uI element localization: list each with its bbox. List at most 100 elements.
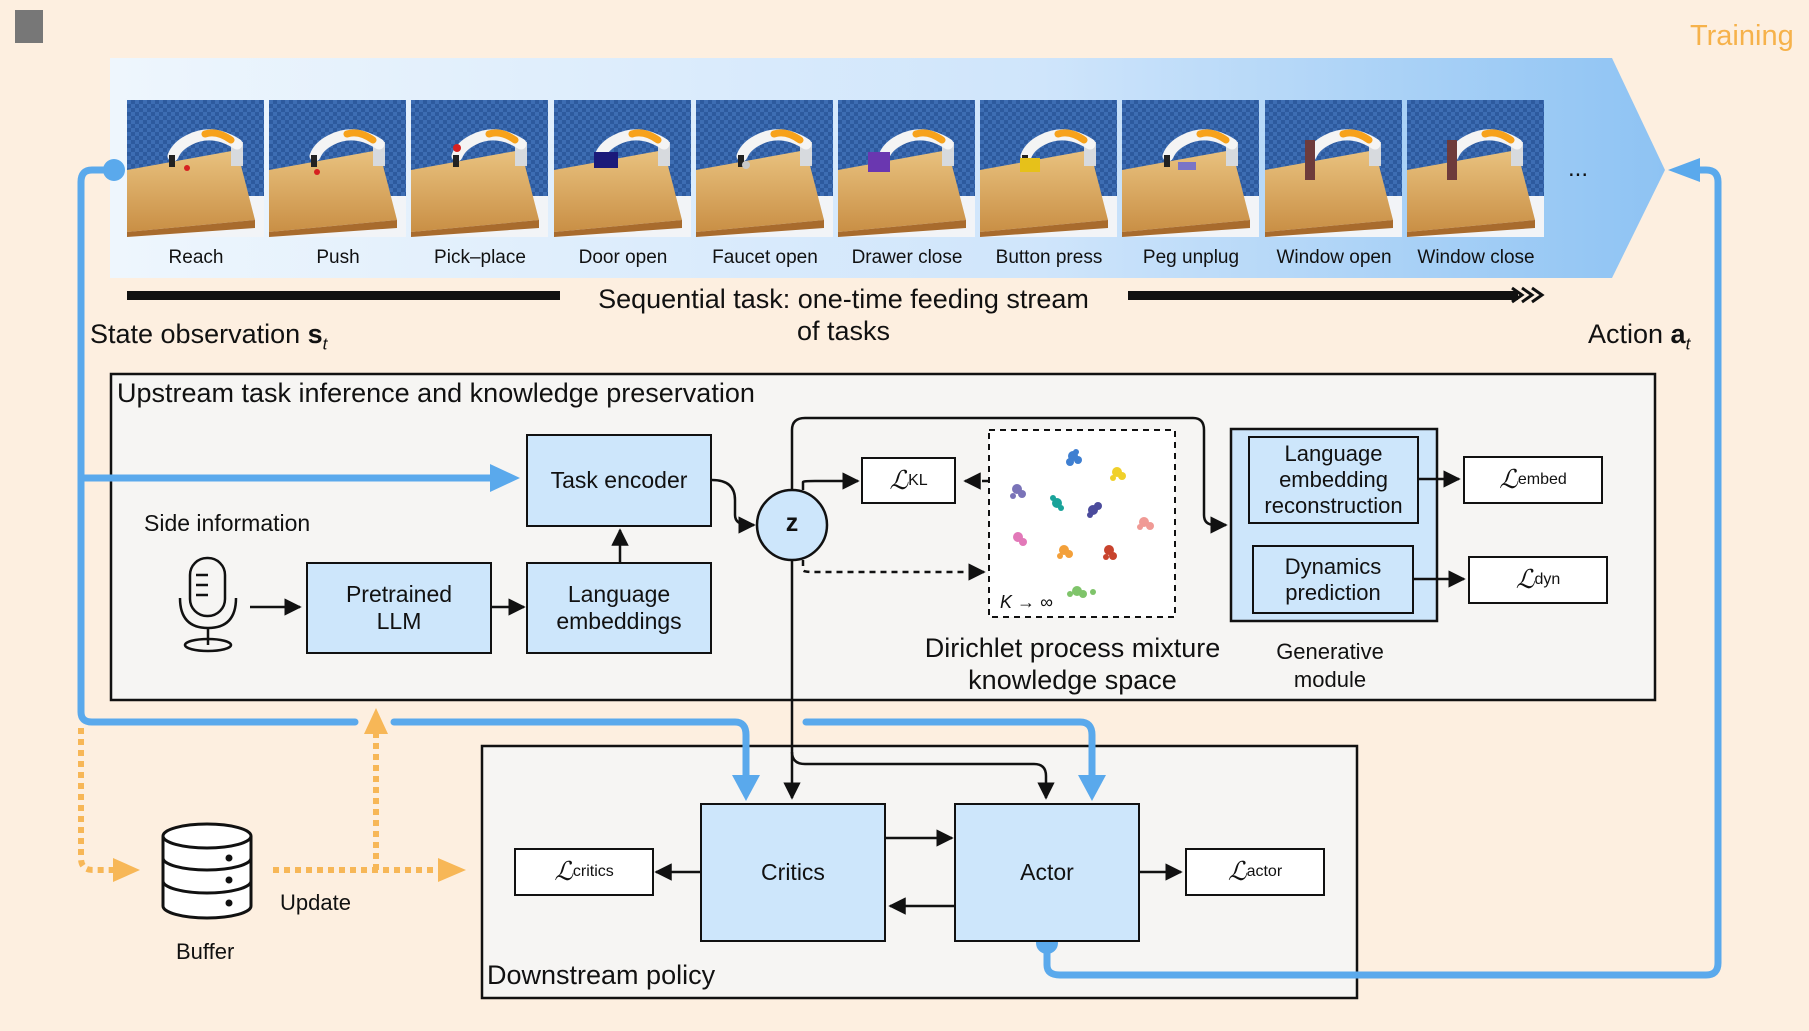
- robot-scene-image: [127, 100, 264, 237]
- kl-loss-sub: KL: [908, 471, 928, 489]
- language-embeddings-line2: embeddings: [556, 608, 682, 634]
- arrow-z-to-generative: [790, 416, 1228, 534]
- task-thumbnail: [269, 100, 406, 237]
- stream-bar-left: [127, 291, 560, 300]
- task-thumbnail: [1407, 100, 1544, 237]
- robot-scene-image: [1407, 100, 1544, 237]
- corner-square: [15, 10, 43, 43]
- state-symbol: s: [307, 319, 323, 349]
- orange-arrowhead-update: [364, 708, 388, 734]
- blue-action-loop: [1043, 166, 1722, 979]
- task-thumbnail: [1122, 100, 1259, 237]
- critics-box: Critics: [700, 803, 886, 942]
- robot-scene-image: [269, 100, 406, 237]
- generative-module-caption: Generative module: [1250, 638, 1410, 694]
- critics-loss-sub: critics: [572, 863, 614, 880]
- generative-caption-line1: Generative: [1276, 639, 1384, 664]
- task-label: Window open: [1276, 247, 1392, 268]
- dyn-pred-line2: prediction: [1285, 579, 1381, 605]
- lang-recon-line3: reconstruction: [1264, 493, 1403, 518]
- arrow-z-to-dirichlet: [801, 560, 986, 581]
- upstream-title: Upstream task inference and knowledge pr…: [117, 378, 755, 408]
- blue-arrowhead-action: [1668, 158, 1700, 182]
- state-subscript: t: [322, 334, 328, 354]
- blue-arrowhead-critics: [732, 775, 760, 801]
- task-thumbnail: [696, 100, 833, 237]
- robot-scene-image: [838, 100, 975, 237]
- robot-scene-image: [696, 100, 833, 237]
- task-label: Push: [316, 247, 360, 268]
- embed-loss-symbol: ℒ: [1499, 465, 1518, 495]
- actor-loss-symbol: ℒ: [1227, 857, 1247, 887]
- task-encoder-box: Task encoder: [526, 434, 712, 527]
- state-observation-text: State observation: [90, 319, 308, 349]
- cluster-dots: [1010, 449, 1154, 598]
- downstream-title: Downstream policy: [487, 960, 716, 990]
- generative-caption-line2: module: [1293, 667, 1367, 692]
- k-infinity-label: K → ∞: [1000, 592, 1053, 612]
- task-label: Peg unplug: [1142, 247, 1240, 268]
- pretrained-llm-line1: Pretrained: [345, 581, 453, 607]
- task-thumbnail: [838, 100, 975, 237]
- dyn-loss-sub: dyn: [1534, 571, 1561, 588]
- actor-loss-sub: actor: [1246, 863, 1283, 880]
- dirichlet-caption: Dirichlet process mixture knowledge spac…: [895, 632, 1250, 696]
- robot-scene-image: [980, 100, 1117, 237]
- lang-recon-line2: embedding: [1279, 467, 1388, 492]
- task-label: Drawer close: [851, 247, 963, 268]
- latent-z-label: z: [785, 509, 799, 537]
- task-thumbnail: [1265, 100, 1402, 237]
- dirichlet-caption-line1: Dirichlet process mixture: [924, 633, 1221, 663]
- task-label: Faucet open: [712, 247, 818, 268]
- action-text: Action: [1588, 319, 1671, 349]
- kl-loss-symbol: ℒ: [889, 465, 909, 496]
- task-label: Reach: [168, 247, 224, 268]
- arrow-encoder-to-z: [711, 478, 756, 534]
- task-thumbnail: [127, 100, 264, 237]
- dirichlet-caption-line2: knowledge space: [968, 665, 1177, 695]
- robot-scene-image: [1265, 100, 1402, 237]
- dyn-loss-symbol: ℒ: [1515, 565, 1535, 595]
- blue-to-critics: [390, 718, 750, 784]
- buffer-label: Buffer: [176, 939, 235, 964]
- pretrained-llm-line2: LLM: [376, 608, 422, 634]
- actor-box: Actor: [954, 803, 1140, 942]
- task-label: Window close: [1417, 247, 1535, 268]
- orange-arrowhead-policy: [438, 858, 466, 882]
- sequential-task-label: Sequential task: one-time feeding stream…: [565, 283, 1122, 347]
- side-information-label: Side information: [144, 510, 311, 536]
- arrow-z-to-actor: [790, 751, 1055, 800]
- blue-arrowhead-encoder: [490, 464, 520, 492]
- action-subscript: t: [1685, 334, 1691, 354]
- action-symbol: a: [1670, 319, 1686, 349]
- critics-loss-symbol: ℒ: [554, 857, 573, 887]
- robot-scene-image: [1122, 100, 1259, 237]
- language-embeddings-line1: Language: [567, 581, 671, 607]
- task-label: Door open: [578, 247, 668, 268]
- lang-recon-line1: Language: [1284, 441, 1383, 466]
- orange-arrowhead-buffer: [113, 858, 140, 882]
- more-tasks-ellipsis: ...: [1568, 155, 1589, 182]
- state-origin-dot: [103, 159, 125, 181]
- task-thumbnail: [980, 100, 1117, 237]
- task-thumbnail: [411, 100, 548, 237]
- blue-arrowhead-actor: [1078, 775, 1106, 801]
- action-label: Action at: [1588, 319, 1690, 354]
- buffer-database-icon: [161, 822, 253, 920]
- dyn-pred-line1: Dynamics: [1284, 553, 1382, 579]
- blue-state-loop: [77, 166, 359, 726]
- orange-to-buffer: [78, 728, 115, 873]
- robot-scene-image: [554, 100, 691, 237]
- task-thumbnail: [554, 100, 691, 237]
- robot-scene-image: [411, 100, 548, 237]
- sequential-task-line2: of tasks: [796, 316, 891, 346]
- blue-to-actor: [802, 718, 1096, 784]
